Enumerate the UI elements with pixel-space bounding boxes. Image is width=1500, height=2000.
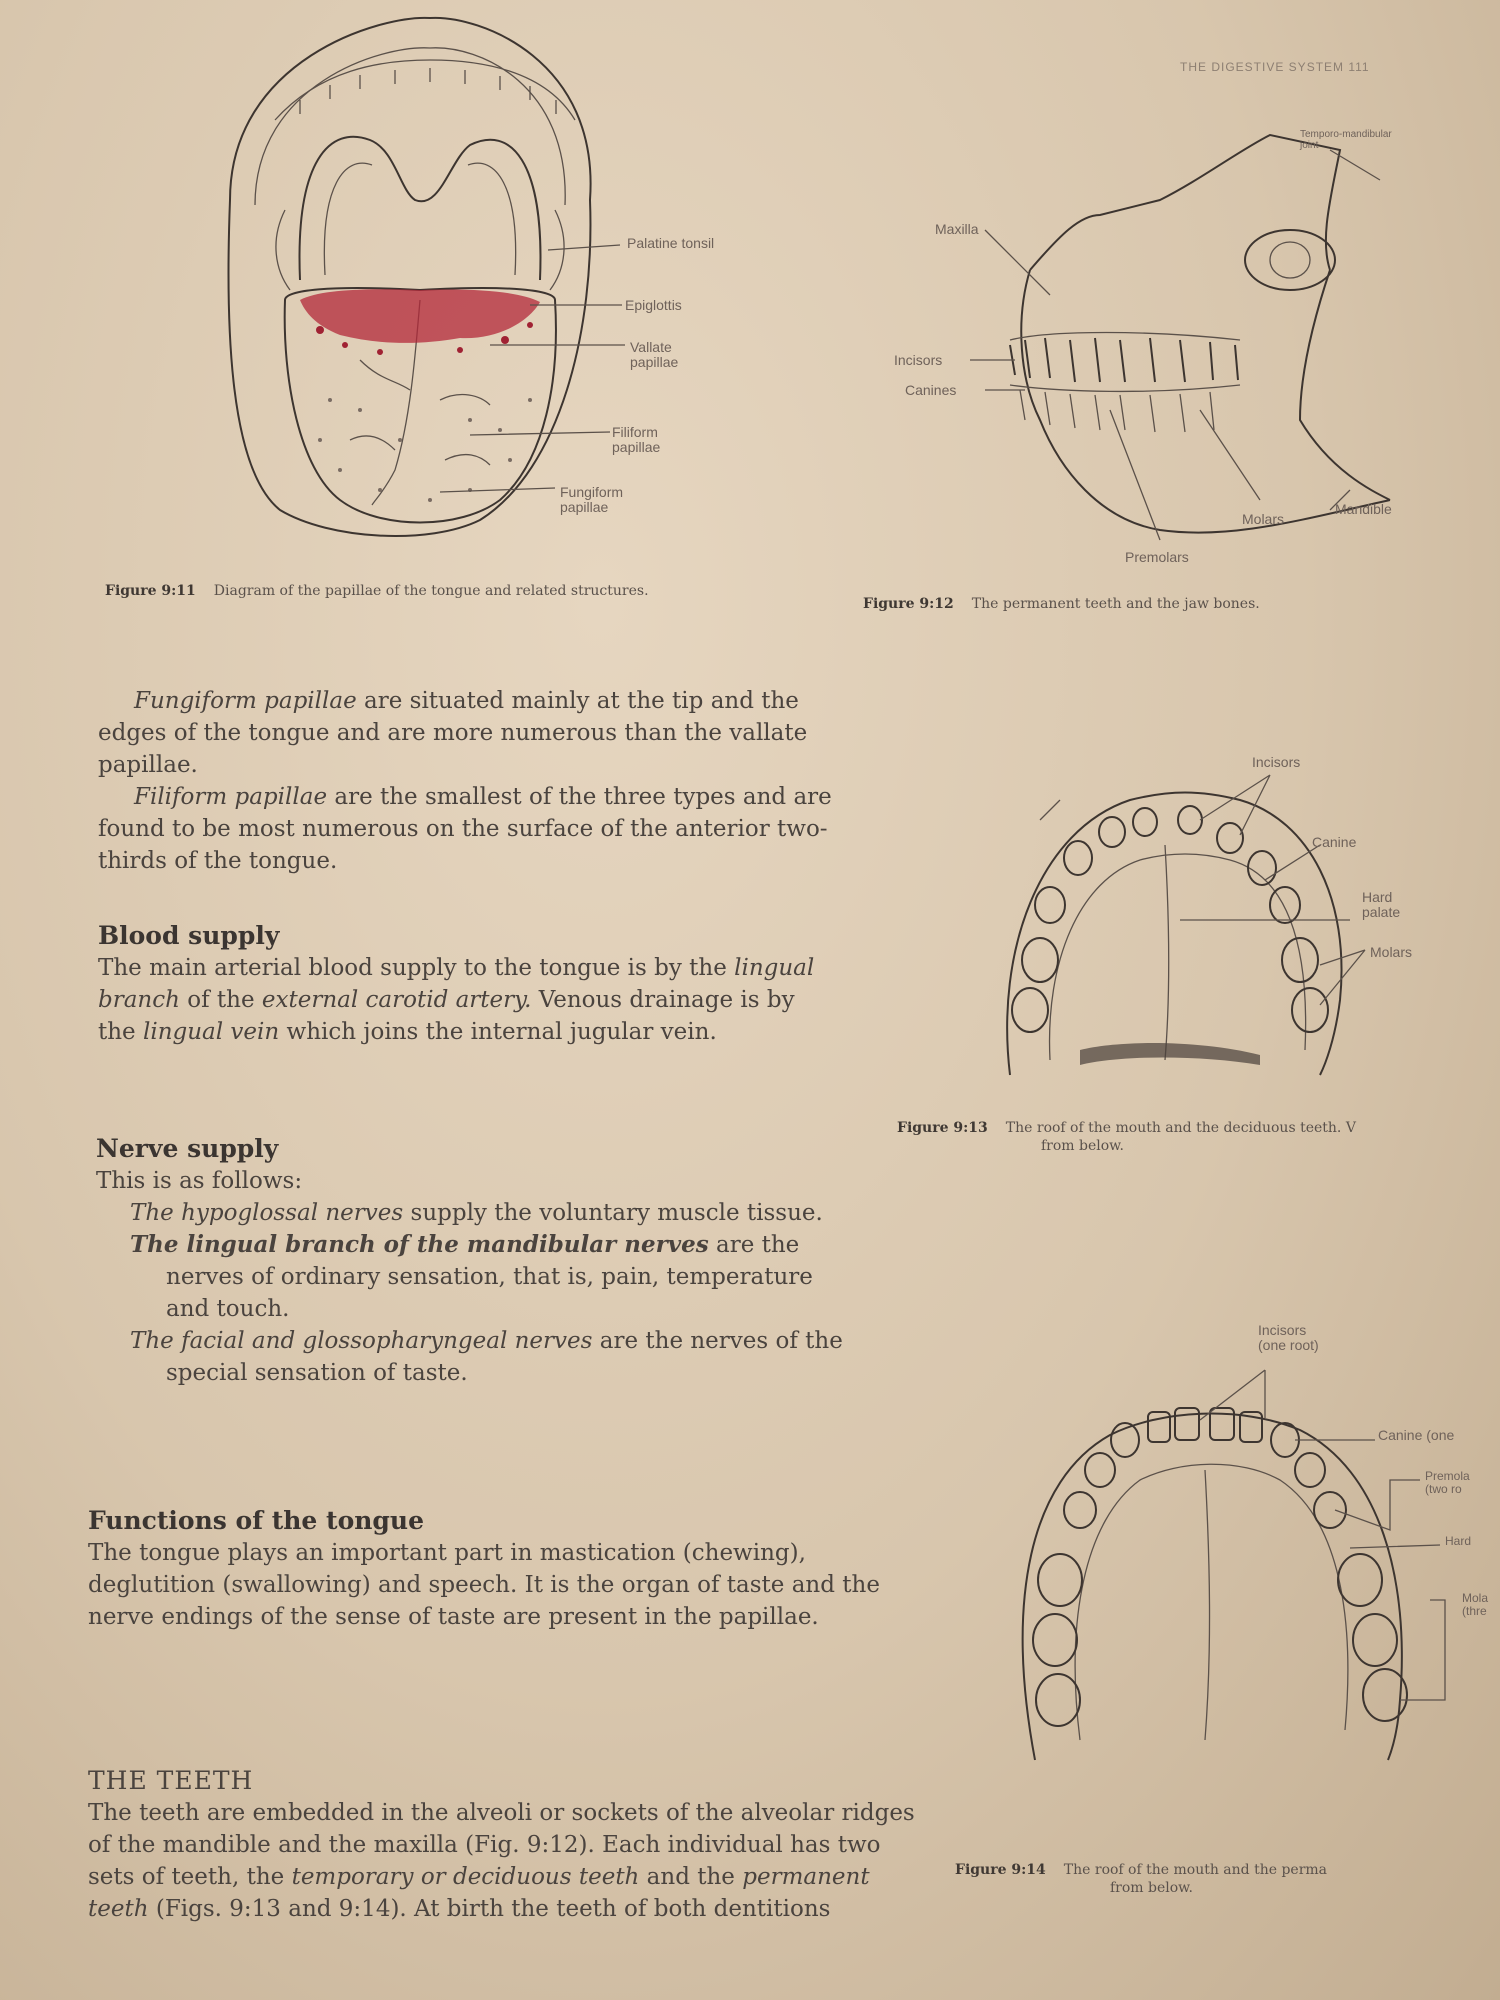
- label-three: (thre: [1462, 1603, 1487, 1618]
- label-fungiform-papillae: Fungiform papillae: [560, 484, 624, 515]
- paragraph-teeth: The teeth are embedded in the alveoli or…: [88, 1797, 918, 1925]
- figure-number: Figure 9:13: [897, 1120, 988, 1136]
- figure-number: Figure 9:11: [105, 583, 196, 599]
- figure-number: Figure 9:14: [955, 1862, 1046, 1878]
- caption-text: The roof of the mouth and the perma: [1063, 1862, 1328, 1878]
- term-filiform: Filiform papillae: [134, 784, 328, 810]
- caption-text: Diagram of the papillae of the tongue an…: [213, 583, 649, 599]
- caption-9-13: Figure 9:13 The roof of the mouth and the…: [897, 1120, 1497, 1155]
- label-incisors: Incisors: [894, 352, 943, 368]
- label-incisors: Incisors (one root): [1258, 1323, 1348, 1352]
- text: are the nerves of the special sensation …: [166, 1328, 843, 1386]
- nerve-item-hypoglossal: The hypoglossal nerves supply the volunt…: [96, 1197, 856, 1229]
- label-filiform-papillae: Filiform papillae: [612, 424, 661, 455]
- caption-text-continued: from below.: [1041, 1137, 1124, 1154]
- section-functions: Functions of the tongue The tongue plays…: [88, 1505, 888, 1633]
- label-premolars-text: Premola: [1425, 1469, 1470, 1483]
- label-molars: Molars: [1370, 944, 1413, 960]
- text-filiform: are the smallest of the three types and …: [98, 784, 832, 874]
- running-head: THE DIGESTIVE SYSTEM 111: [1180, 60, 1370, 74]
- nerve-intro: This is as follows:: [96, 1168, 303, 1194]
- paragraph-fungiform: Fungiform papillae are situated mainly a…: [98, 685, 838, 781]
- label-premolars: Premola (two ro: [1425, 1470, 1470, 1495]
- label-canine: Canine: [1312, 834, 1357, 850]
- text: are the nerves of ordinary sensation, th…: [166, 1232, 813, 1322]
- term: temporary or deciduous teeth: [291, 1864, 640, 1890]
- heading-blood-supply: Blood supply: [98, 921, 280, 950]
- label-canine: Canine (one: [1378, 1427, 1455, 1443]
- papillae-paragraphs: Fungiform papillae are situated mainly a…: [98, 685, 838, 877]
- label-incisors-text: Incisors: [1258, 1322, 1307, 1338]
- label-two-roots: (two ro: [1425, 1481, 1462, 1496]
- text: The main arterial blood supply to the to…: [98, 955, 735, 981]
- tongue-illustration: [227, 16, 625, 537]
- term: lingual vein: [142, 1019, 280, 1045]
- figure-number: Figure 9:12: [863, 596, 954, 612]
- term: The hypoglossal nerves: [130, 1200, 404, 1226]
- text: Venous drainage is by the: [98, 987, 795, 1045]
- term: permanent teeth: [88, 1864, 870, 1922]
- text: supply the voluntary muscle tissue.: [403, 1200, 823, 1226]
- section-nerve-supply: Nerve supply This is as follows: The hyp…: [96, 1133, 856, 1389]
- caption-9-12: Figure 9:12 The permanent teeth and the j…: [863, 596, 1483, 614]
- text: The teeth are embedded in the alveoli or…: [88, 1800, 915, 1890]
- caption-9-11: Figure 9:11 Diagram of the papillae of th…: [105, 583, 755, 601]
- label-molars: Mola (thre: [1462, 1592, 1488, 1617]
- caption-9-14: Figure 9:14 The roof of the mouth and the…: [955, 1862, 1495, 1897]
- label-epiglottis: Epiglottis: [625, 297, 682, 313]
- jaw-illustration: [970, 133, 1391, 541]
- nerve-item-lingual: The lingual branch of the mandibular ner…: [96, 1229, 856, 1325]
- text-fungiform: are situated mainly at the tip and the e…: [98, 688, 808, 778]
- term-fungiform: Fungiform papillae: [134, 688, 357, 714]
- term: The lingual branch of the mandibular ner…: [130, 1231, 709, 1258]
- heading-teeth: THE TEETH: [88, 1766, 254, 1795]
- label-canines: Canines: [905, 382, 957, 398]
- caption-text: The permanent teeth and the jaw bones.: [971, 596, 1260, 612]
- permanent-teeth-illustration: [1021, 1369, 1446, 1761]
- label-incisors: Incisors: [1252, 754, 1301, 770]
- heading-functions: Functions of the tongue: [88, 1506, 424, 1535]
- section-teeth: THE TEETH The teeth are embedded in the …: [88, 1765, 918, 1925]
- label-hard-palate: Hard palate: [1362, 889, 1401, 920]
- text: which joins the internal jugular vein.: [279, 1019, 717, 1045]
- label-one-root: (one root): [1258, 1336, 1319, 1353]
- paragraph-functions: The tongue plays an important part in ma…: [88, 1540, 880, 1630]
- text: and the: [639, 1864, 743, 1890]
- term: lingual branch: [98, 955, 815, 1013]
- label-molars-text: Mola: [1462, 1591, 1489, 1605]
- paragraph-blood-supply: The main arterial blood supply to the to…: [98, 952, 838, 1048]
- term: The facial and glossopharyngeal nerves: [130, 1328, 593, 1354]
- label-palatine-tonsil: Palatine tonsil: [627, 235, 715, 251]
- label-maxilla: Maxilla: [935, 221, 979, 237]
- caption-text: The roof of the mouth and the deciduous …: [1005, 1120, 1356, 1136]
- label-temporo-mandibular-joint: Temporo-mandibular joint: [1300, 129, 1392, 151]
- text: of the: [179, 987, 262, 1013]
- term: external carotid artery.: [261, 987, 532, 1013]
- label-mandible: Mandible: [1335, 501, 1392, 517]
- paragraph-filiform: Filiform papillae are the smallest of th…: [98, 781, 838, 877]
- section-blood-supply: Blood supply The main arterial blood sup…: [98, 920, 838, 1048]
- label-premolars: Premolars: [1125, 549, 1189, 565]
- heading-nerve-supply: Nerve supply: [96, 1134, 279, 1163]
- label-molars: Molars: [1242, 511, 1285, 527]
- caption-text-continued: from below.: [1110, 1879, 1193, 1896]
- nerve-item-facial: The facial and glossopharyngeal nerves a…: [96, 1325, 856, 1389]
- label-vallate-papillae: Vallate papillae: [630, 339, 679, 370]
- label-hard: Hard: [1445, 1534, 1472, 1548]
- deciduous-teeth-illustration: [1006, 774, 1366, 1076]
- text: (Figs. 9:13 and 9:14). At birth the teet…: [148, 1896, 831, 1922]
